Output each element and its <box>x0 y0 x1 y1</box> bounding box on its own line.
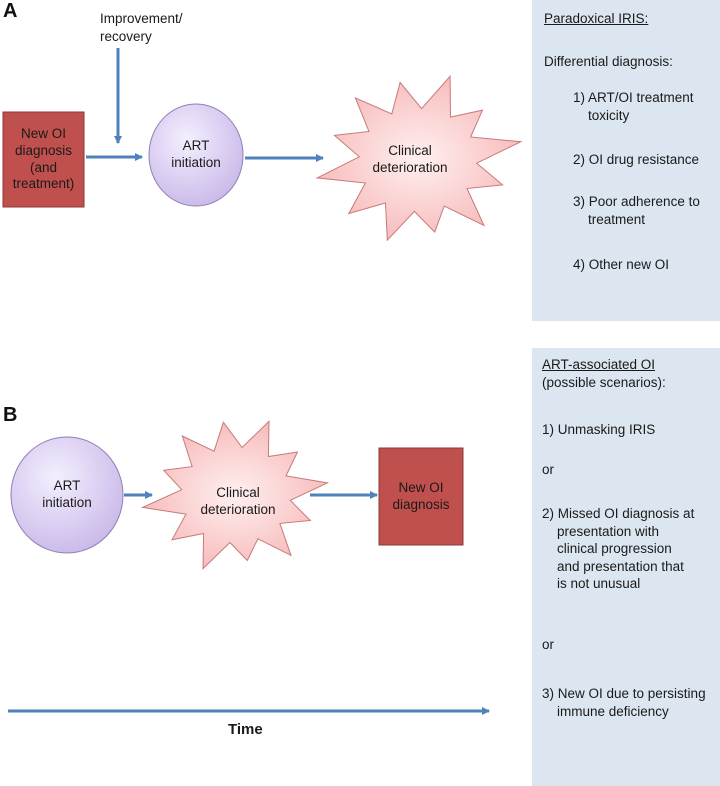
a-info-item-3: 3) Poor adherence to treatment <box>573 194 700 227</box>
b-info-or-1: or <box>542 462 555 477</box>
b-info-subheading: (possible scenarios): <box>542 375 666 390</box>
b-info-or-2: or <box>542 637 555 652</box>
a-info-item-1: 1) ART/OI treatment toxicity <box>573 90 694 123</box>
b-clinical-burst <box>140 420 330 570</box>
a-info-item-4: 4) Other new OI <box>573 257 670 272</box>
time-label: Time <box>228 721 263 738</box>
a-info-heading: Paradoxical IRIS: <box>544 11 649 26</box>
a-new-oi-box-label: New OI diagnosis (and treatment) <box>12 125 75 192</box>
panel-b-letter: B <box>3 404 18 426</box>
a-clinical-burst <box>315 74 523 242</box>
b-info-item-2: 2) Missed OI diagnosis at presentation w… <box>542 506 695 592</box>
a-art-circle <box>148 103 244 207</box>
b-art-circle-label: ART initiation <box>42 478 92 510</box>
a-art-circle-label: ART initiation <box>171 138 221 170</box>
b-new-oi-box-label: New OI diagnosis <box>392 479 450 512</box>
b-art-circle <box>10 436 124 554</box>
a-new-oi-box <box>2 111 85 208</box>
b-info-item-3: 3) New OI due to persisting immune defic… <box>542 686 706 719</box>
b-clinical-burst-label: Clinical deterioration <box>200 485 276 517</box>
b-new-oi-box <box>378 447 464 546</box>
b-info-heading: ART-associated OI <box>542 357 656 372</box>
a-info-panel: Paradoxical IRIS: Differential diagnosis… <box>532 0 720 321</box>
b-info-item-1: 1) Unmasking IRIS <box>542 422 656 437</box>
a-improvement-label: Improvement/ recovery <box>100 11 183 44</box>
a-info-subheading: Differential diagnosis: <box>544 54 673 69</box>
a-info-item-2: 2) OI drug resistance <box>573 152 700 167</box>
b-info-panel: ART-associated OI (possible scenarios): … <box>532 348 720 786</box>
a-clinical-burst-label: Clinical deterioration <box>372 143 448 175</box>
panel-a-letter: A <box>3 0 18 22</box>
